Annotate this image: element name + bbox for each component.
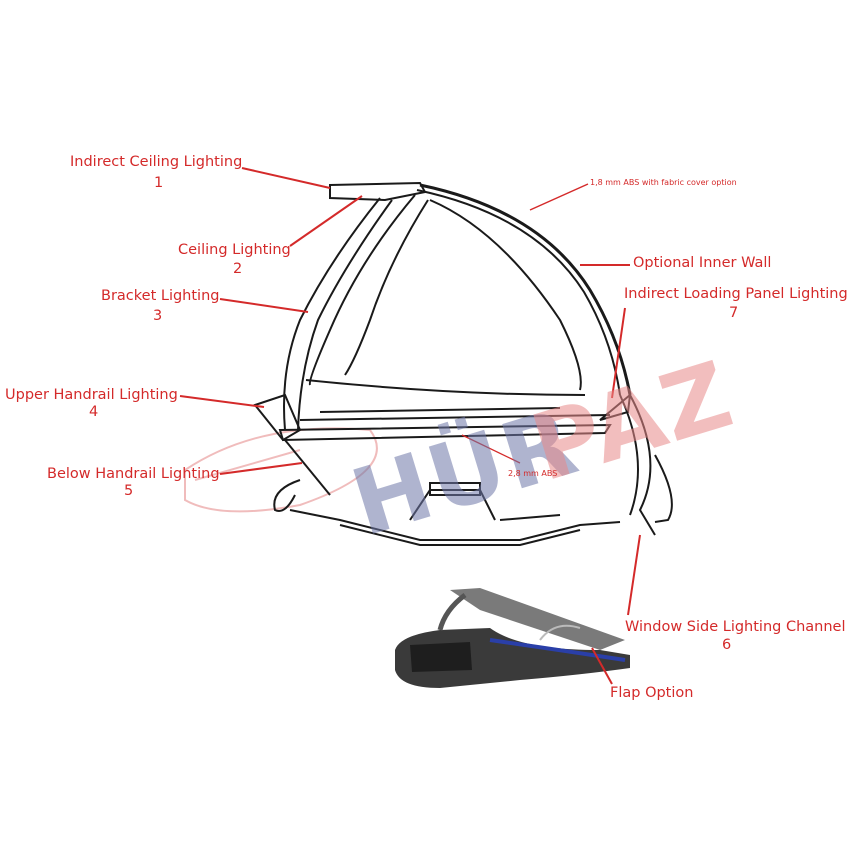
flap-option-render (395, 588, 630, 688)
label-flap: Flap Option (610, 685, 694, 701)
label-window-side: Window Side Lighting Channel (625, 619, 846, 635)
label-below-handrail: Below Handrail Lighting (47, 466, 220, 482)
num-2: 2 (233, 261, 243, 277)
num-4: 4 (89, 404, 99, 420)
label-bracket: Bracket Lighting (101, 288, 220, 304)
label-indirect-ceiling: Indirect Ceiling Lighting (70, 154, 243, 170)
watermark-stamp (184, 427, 378, 513)
label-abs-28: 2,8 mm ABS (508, 469, 558, 478)
num-1: 1 (154, 175, 164, 191)
num-3: 3 (153, 308, 163, 324)
label-indirect-loading: Indirect Loading Panel Lighting (624, 286, 848, 302)
num-6: 6 (722, 637, 732, 653)
num-5: 5 (124, 483, 134, 499)
label-upper-handrail: Upper Handrail Lighting (5, 387, 178, 403)
label-abs-18: 1,8 mm ABS with fabric cover option (590, 178, 737, 187)
luggage-rack-section (253, 181, 673, 546)
label-inner-wall: Optional Inner Wall (633, 255, 772, 271)
label-ceiling: Ceiling Lighting (178, 242, 291, 258)
num-7: 7 (729, 305, 739, 321)
leader-lines (179, 167, 641, 685)
